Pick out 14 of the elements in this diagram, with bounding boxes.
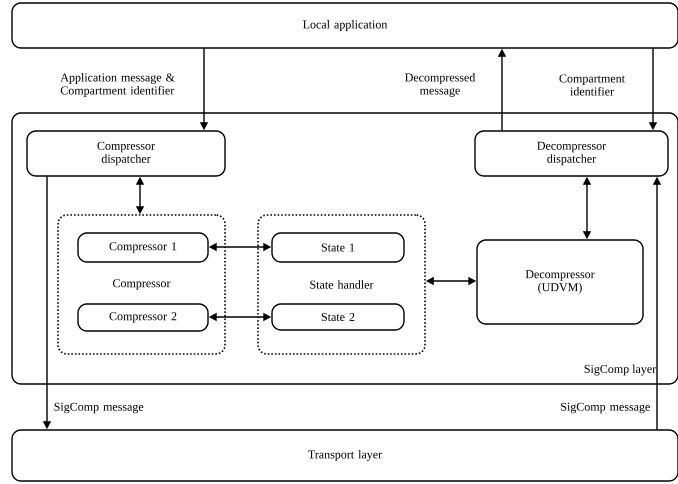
process-box: Compressor 1 <box>77 232 209 263</box>
edge-label: Compartment identifier <box>560 74 625 96</box>
process-box: State 1 <box>271 232 405 263</box>
layer-box: Transport layer <box>11 429 678 482</box>
dispatcher-box: Decompressor dispatcher <box>474 130 669 177</box>
edge-label: Application message & Compartment identifier <box>60 73 175 97</box>
process-box: Compressor 2 <box>77 303 209 332</box>
edge-label: SigComp message <box>561 402 650 414</box>
edge-label: Decompressed message <box>405 73 476 97</box>
layer-box: Local application <box>11 2 678 49</box>
edge-label: SigComp message <box>54 402 144 414</box>
process-box: Decompressor (UDVM) <box>476 239 644 325</box>
dispatcher-box: Compressor dispatcher <box>26 130 226 177</box>
process-box: State 2 <box>271 303 405 331</box>
